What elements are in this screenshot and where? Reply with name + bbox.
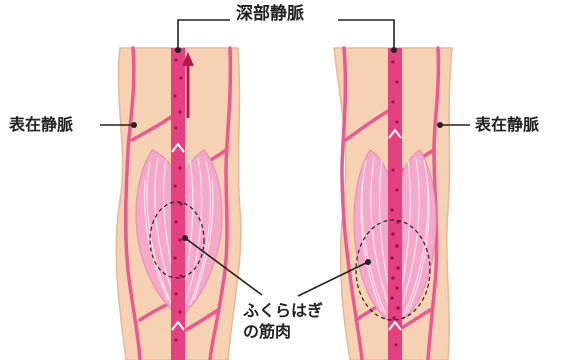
right-deep-vein (388, 48, 402, 360)
calf-muscle-label-line1: ふくらはぎ (243, 301, 323, 322)
superficial-vein-label-right: 表在静脈 (475, 117, 539, 133)
superficial-vein-label-left: 表在静脈 (9, 117, 73, 133)
left-deep-vein (171, 48, 185, 360)
left-leg (116, 48, 241, 360)
calf-muscle-label-line2: の筋肉 (243, 322, 323, 343)
right-leg (334, 48, 452, 360)
calf-muscle-label: ふくらはぎ の筋肉 (243, 301, 323, 343)
deep-vein-leader (178, 20, 394, 50)
deep-vein-label: 深部静脈 (236, 6, 304, 23)
